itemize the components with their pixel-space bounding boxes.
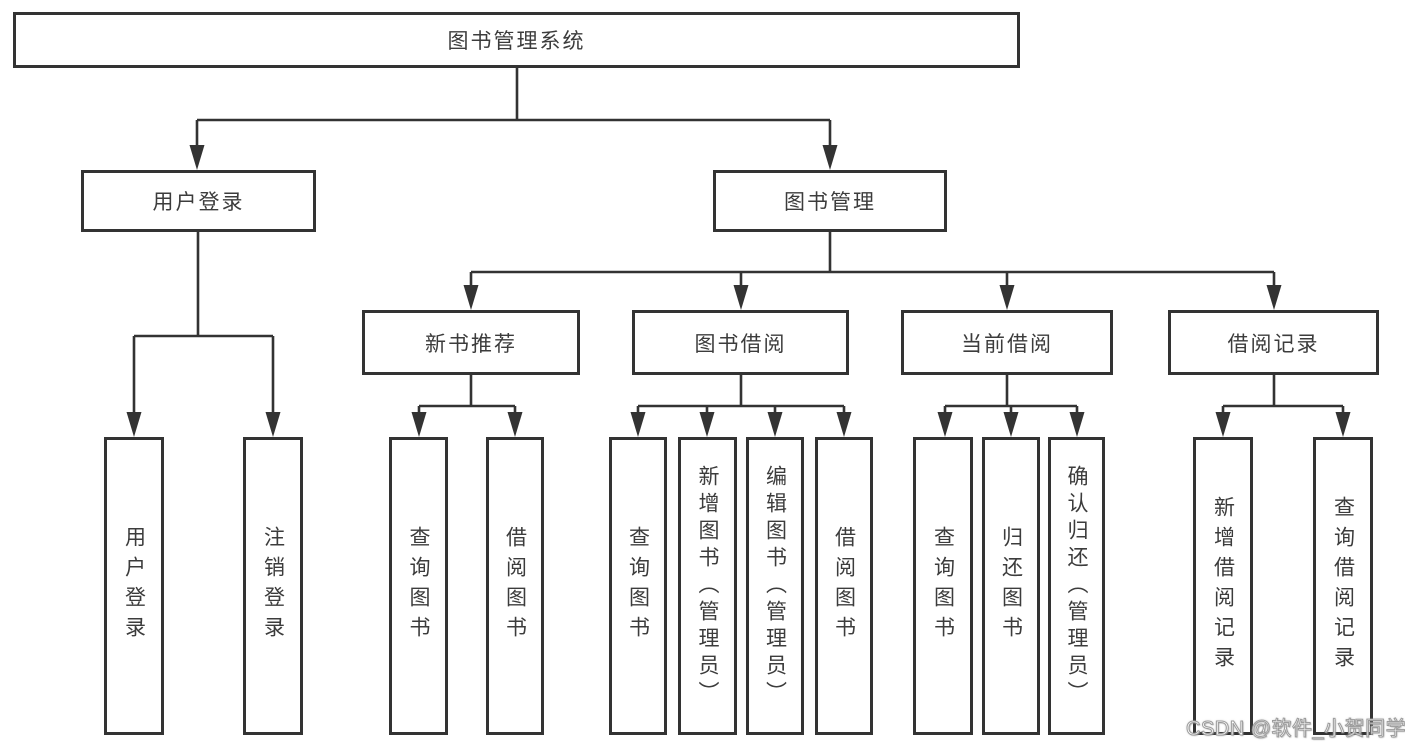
node-root: 图书管理系统 [13, 12, 1020, 68]
leaf-borrow-books: 借阅图书 [815, 437, 873, 735]
leaf-query-books-recommend: 查询图书 [389, 437, 448, 735]
arrowhead-icons [126, 145, 1351, 437]
leaf-return-books: 归还图书 [982, 437, 1040, 735]
leaf-query-books-borrow: 查询图书 [609, 437, 667, 735]
node-book-borrow: 图书借阅 [632, 310, 849, 375]
leaf-query-borrow-record: 查询借阅记录 [1313, 437, 1373, 735]
leaf-add-borrow-record: 新增借阅记录 [1193, 437, 1253, 735]
leaf-borrow-books-recommend: 借阅图书 [486, 437, 544, 735]
leaf-logout: 注销登录 [243, 437, 303, 735]
node-current-borrow: 当前借阅 [901, 310, 1113, 375]
node-new-book-recommend: 新书推荐 [362, 310, 580, 375]
leaf-confirm-return-admin: 确认归还（管理员） [1048, 437, 1105, 735]
leaf-query-books-current: 查询图书 [913, 437, 973, 735]
leaf-user-login: 用户登录 [104, 437, 164, 735]
leaf-edit-book-admin: 编辑图书（管理员） [746, 437, 804, 735]
node-user-login: 用户登录 [81, 170, 316, 232]
connector-segments [132, 68, 1345, 416]
node-book-management: 图书管理 [713, 170, 947, 232]
csdn-watermark: CSDN @软件_小贺同学 [1185, 718, 1405, 741]
node-borrow-records: 借阅记录 [1168, 310, 1379, 375]
leaf-add-book-admin: 新增图书（管理员） [678, 437, 737, 735]
